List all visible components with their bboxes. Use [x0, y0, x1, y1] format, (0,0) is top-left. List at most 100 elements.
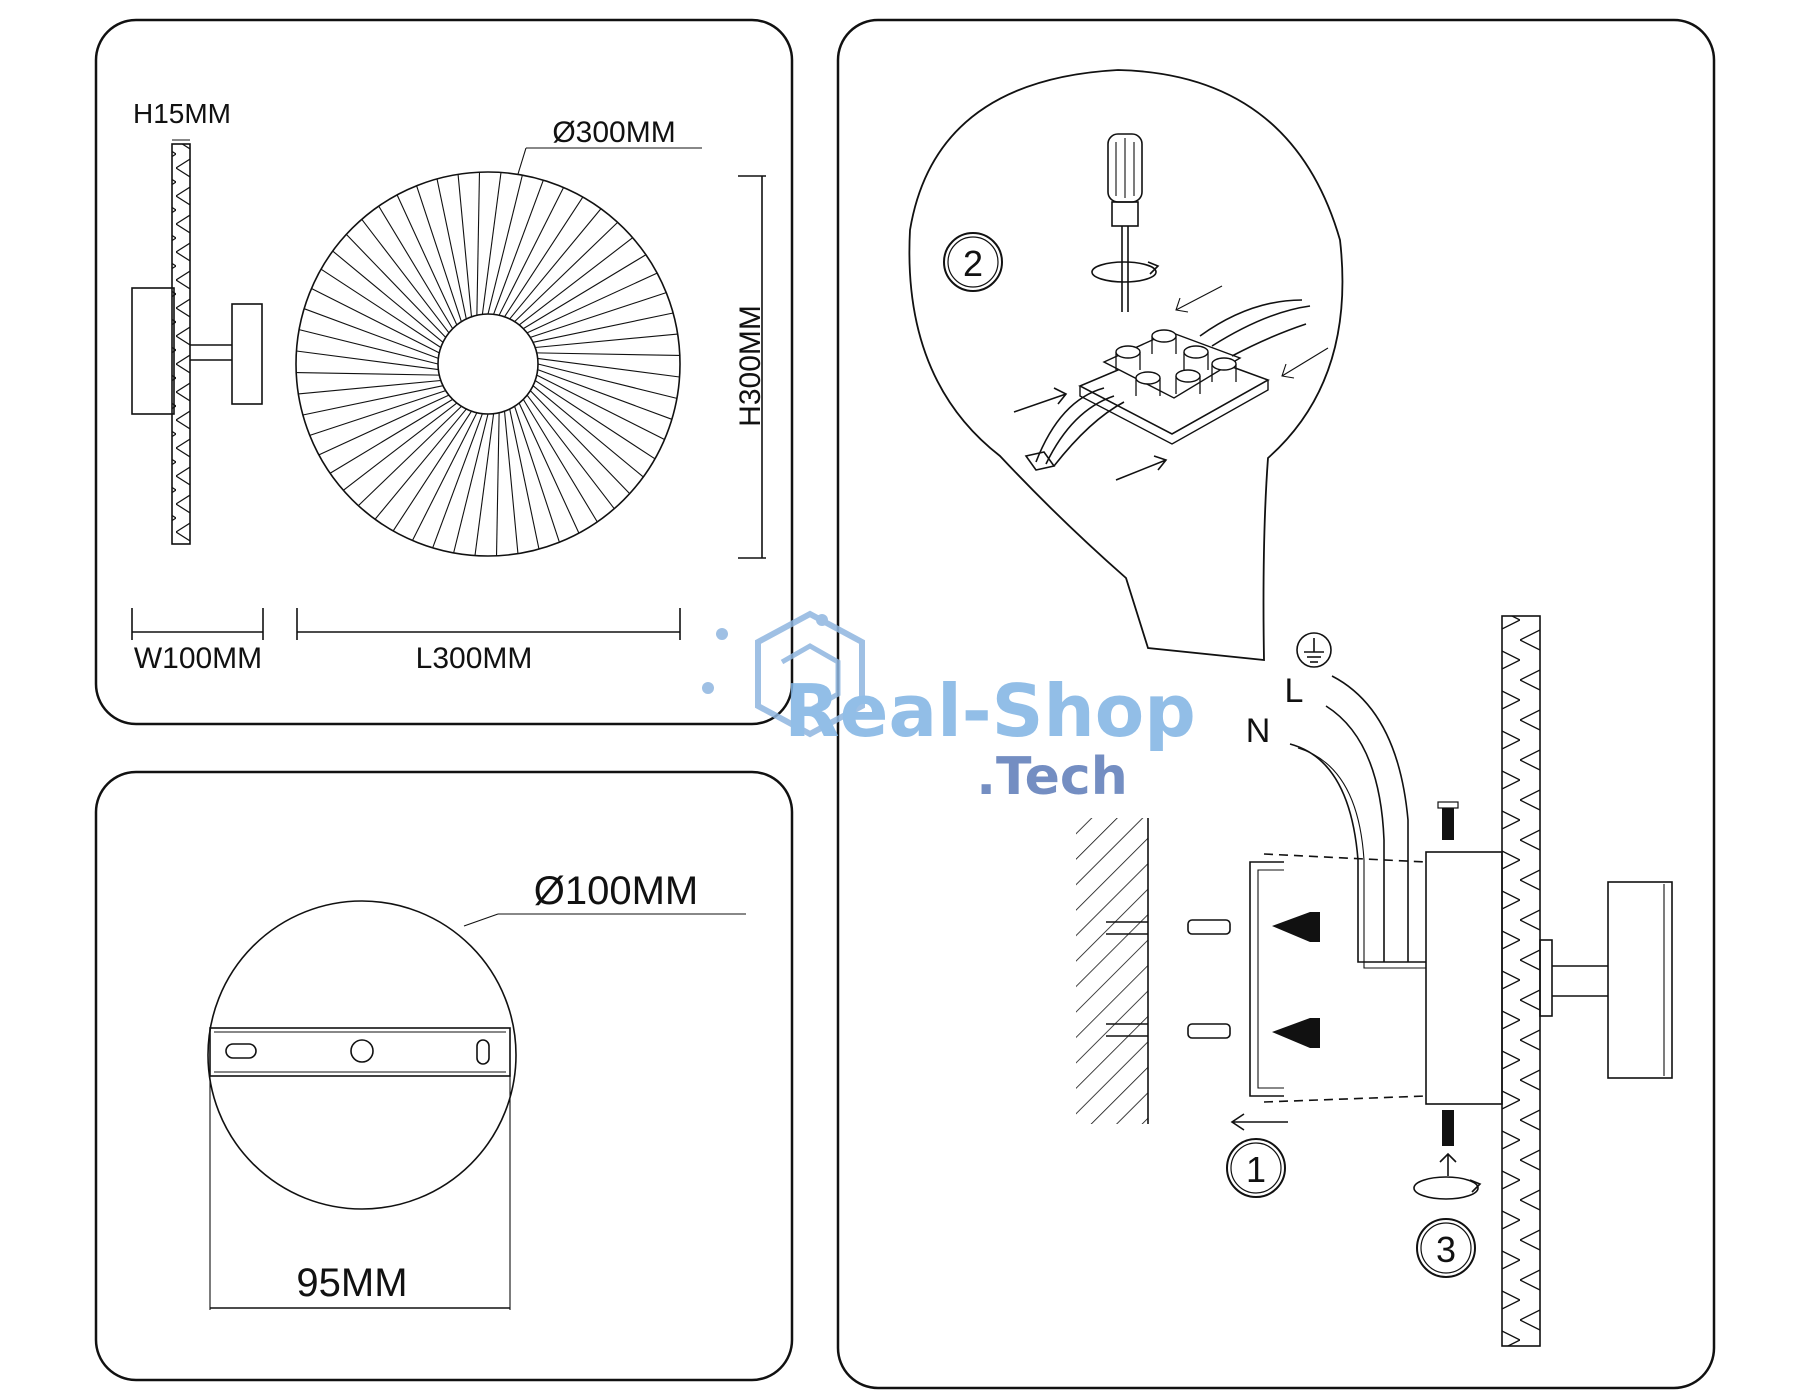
step-2-label: 2	[963, 243, 983, 284]
side-view	[131, 139, 263, 545]
shade-rib	[503, 411, 519, 554]
wire-direction-arrows	[1013, 285, 1329, 481]
shade-rib	[332, 250, 444, 343]
terminal-screw	[1135, 371, 1161, 385]
shade-rib	[296, 350, 439, 371]
terminal-post	[1211, 364, 1237, 382]
shade-rib	[514, 406, 560, 543]
mounting-plate-view	[207, 900, 517, 1210]
shade-ribs	[296, 172, 680, 556]
terminal-screw	[1211, 357, 1237, 371]
watermark-brand: Real-Shop	[784, 669, 1196, 753]
width-95-label: 95MM	[296, 1261, 407, 1305]
shade-rib	[396, 194, 458, 326]
shade-rib	[509, 208, 602, 320]
shade-rib	[457, 174, 473, 317]
terminal-screw	[1175, 369, 1201, 383]
terminal-screw	[1115, 345, 1141, 359]
wall-plug-holes	[1106, 921, 1148, 1037]
diameter-100-label: Ø100MM	[534, 869, 699, 913]
screwdriver-icon	[1107, 133, 1143, 312]
shade-rib	[537, 369, 673, 420]
diameter-300-leader	[517, 147, 527, 175]
mounting-bracket	[1249, 861, 1284, 1097]
shade-rib	[358, 405, 462, 507]
terminal-post	[1115, 352, 1141, 370]
watermark: Real-Shop .Tech	[702, 610, 1196, 807]
shade-rib	[453, 413, 489, 554]
shade-rib	[530, 292, 667, 338]
width-100-dimension	[131, 608, 264, 640]
shade-rib	[411, 412, 478, 541]
fixing-screw-top	[1437, 801, 1459, 840]
wall-plugs	[1187, 919, 1231, 1039]
width-95-dimension	[209, 1076, 511, 1310]
shade-rib	[536, 374, 665, 441]
shade-rib	[392, 410, 472, 532]
shade-rib	[532, 385, 644, 478]
shade-rib	[487, 174, 523, 315]
shade-rib	[523, 254, 647, 330]
shade-rib	[318, 394, 450, 456]
shade-rib	[537, 363, 678, 399]
shade-rib	[343, 402, 458, 491]
height-15-label: H15MM	[133, 98, 231, 129]
fixing-screw-bottom	[1439, 1110, 1457, 1176]
shade-rib	[537, 357, 680, 378]
shade-rib	[303, 308, 439, 359]
shade-rib	[536, 352, 680, 357]
height-300-label: H300MM	[734, 305, 767, 427]
diameter-300-label: Ø300MM	[552, 116, 675, 149]
terminal-post	[1175, 376, 1201, 394]
terminal-block	[1078, 329, 1270, 445]
shade-rib	[514, 221, 618, 323]
step-2-badge: 2	[943, 232, 1003, 292]
step-1-label: 1	[1246, 1149, 1266, 1190]
screws	[1272, 912, 1320, 1048]
shade-rib	[432, 413, 483, 549]
supply-wires	[1289, 675, 1426, 969]
watermark-suffix: .Tech	[976, 747, 1127, 807]
guide-bottom	[1263, 1095, 1427, 1103]
shade-rib	[522, 399, 598, 523]
shade-rib	[493, 179, 544, 315]
shade-rib	[504, 196, 584, 318]
shade-rib	[374, 408, 467, 520]
shade-rib	[436, 178, 467, 320]
shade-rib	[361, 219, 450, 334]
width-100-label: W100MM	[134, 642, 262, 675]
terminal-post	[1151, 336, 1177, 354]
rotate-arrow-bottom-icon	[1413, 1176, 1482, 1200]
wall-section	[1076, 818, 1149, 1124]
rotate-arrow-icon	[1091, 261, 1160, 283]
shade-rib	[309, 390, 446, 436]
move-left-arrow	[1230, 1113, 1288, 1131]
step-1-badge: 1	[1226, 1138, 1286, 1198]
height-300-dimension	[738, 175, 766, 559]
shade-side	[1501, 615, 1541, 1347]
front-view	[295, 171, 681, 557]
length-300-label: L300MM	[416, 642, 533, 675]
terminal-screw	[1183, 345, 1209, 359]
shade-rib	[509, 408, 540, 550]
shade-rib	[535, 333, 678, 349]
shade-rib	[474, 413, 495, 556]
shade-rib	[298, 379, 441, 395]
shade-rib	[534, 380, 656, 460]
input-wires	[1024, 299, 1311, 471]
shade-rib	[329, 398, 453, 474]
shade-rib	[296, 371, 440, 376]
shade-rib	[416, 185, 462, 322]
shade-rib	[302, 385, 444, 416]
step-3-label: 3	[1436, 1229, 1456, 1270]
shade-rib	[518, 237, 633, 326]
shade-rib	[481, 172, 502, 315]
dimensions-panel	[94, 18, 794, 726]
shade-rib	[498, 187, 565, 316]
lamp-arm	[1539, 881, 1673, 1079]
shade-rib	[298, 329, 439, 365]
shade-rib	[345, 234, 447, 338]
shade-rib	[532, 312, 674, 343]
shade-rib	[518, 402, 580, 534]
